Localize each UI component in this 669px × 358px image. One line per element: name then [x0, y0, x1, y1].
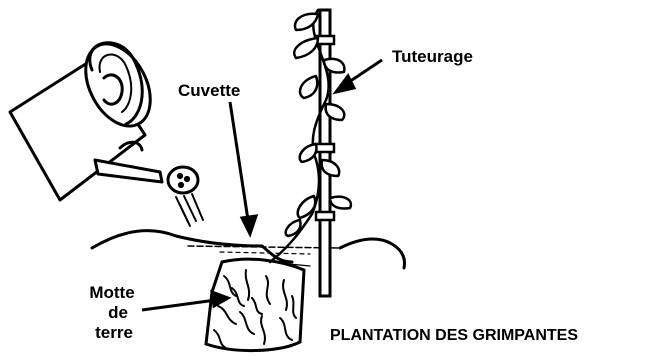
motte-arrow — [142, 300, 216, 310]
label-motte-line1: Motte — [89, 283, 134, 302]
watering-can-illustration — [10, 33, 203, 226]
label-cuvette: Cuvette — [178, 81, 240, 100]
plant-leaf — [294, 38, 318, 58]
watering-can-spout — [95, 160, 162, 182]
cuvette-arrow — [230, 102, 248, 220]
diagram-title: PLANTATION DES GRIMPANTES — [330, 327, 578, 344]
label-motte-line2: de — [108, 303, 128, 322]
root-ball-illustration — [206, 259, 304, 350]
water-stream — [176, 194, 203, 226]
label-motte-de-terre: Motte de terre — [89, 283, 134, 342]
label-motte-line3: terre — [95, 323, 133, 342]
basin-water — [188, 246, 338, 248]
label-tuteurage: Tuteurage — [392, 47, 473, 66]
plant-leaf — [300, 144, 317, 162]
support-stake — [316, 10, 334, 296]
watering-can-rose — [168, 167, 198, 193]
climbing-plant — [270, 10, 351, 262]
plant-leaf — [300, 76, 317, 98]
plant-leaf — [330, 197, 351, 209]
